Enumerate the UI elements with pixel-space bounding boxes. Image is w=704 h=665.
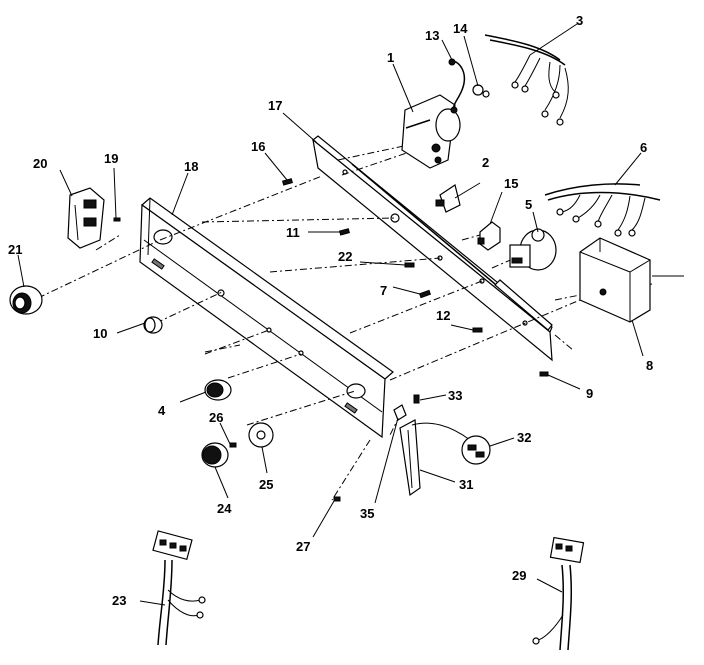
callout-16: 16 xyxy=(251,139,265,154)
callout-20: 20 xyxy=(33,156,47,171)
wire-harness-3 xyxy=(484,34,569,126)
callout-13: 13 xyxy=(425,28,439,43)
valve-part xyxy=(509,228,557,271)
callout-25: 25 xyxy=(259,477,273,492)
leader-lines xyxy=(17,23,644,606)
screw-part-11 xyxy=(339,228,350,236)
callout-26: 26 xyxy=(209,410,223,425)
callout-15: 15 xyxy=(504,176,518,191)
cover-box-part xyxy=(579,237,651,323)
callout-31: 31 xyxy=(459,477,473,492)
callout-11: 11 xyxy=(286,225,300,240)
washer-part xyxy=(248,422,274,448)
control-panel-part xyxy=(139,197,394,439)
callout-10: 10 xyxy=(93,326,107,341)
screw-part-27 xyxy=(333,496,341,502)
callout-23: 23 xyxy=(112,593,126,608)
callout-8: 8 xyxy=(646,358,653,373)
knob-part-24 xyxy=(201,442,229,468)
wire-part-13 xyxy=(448,58,466,114)
callout-12: 12 xyxy=(436,308,450,323)
screw-part-22 xyxy=(404,262,415,268)
callout-29: 29 xyxy=(512,568,526,583)
bracket-part-20 xyxy=(67,187,105,249)
callout-27: 27 xyxy=(296,539,310,554)
callout-32: 32 xyxy=(517,430,531,445)
callout-2: 2 xyxy=(482,155,489,170)
callout-18: 18 xyxy=(184,159,198,174)
callout-labels: 1 2 3 4 5 6 7 8 9 10 11 12 13 14 15 16 1… xyxy=(8,13,653,608)
screw-part-7 xyxy=(418,289,432,299)
screw-part-12 xyxy=(472,327,483,333)
plug-part xyxy=(143,316,163,334)
timer-motor-part xyxy=(401,94,461,169)
callout-35: 35 xyxy=(360,506,374,521)
wire-harness-6 xyxy=(544,183,661,237)
callout-9: 9 xyxy=(586,386,593,401)
knob-part-21 xyxy=(9,285,43,315)
screw-part-19 xyxy=(113,217,121,222)
wire-harness-23 xyxy=(152,530,206,646)
knob-part-4 xyxy=(204,379,232,401)
bracket-part-31 xyxy=(399,419,471,497)
callout-6: 6 xyxy=(640,140,647,155)
clip-part-35 xyxy=(393,404,407,421)
rear-bracket-part xyxy=(312,135,553,362)
screw-part-16 xyxy=(282,178,293,186)
connector-part-32 xyxy=(461,435,491,465)
callout-19: 19 xyxy=(104,151,118,166)
callout-1: 1 xyxy=(387,50,394,65)
clip-part-14 xyxy=(472,84,490,98)
callout-4: 4 xyxy=(158,403,166,418)
callout-21: 21 xyxy=(8,242,22,257)
callout-24: 24 xyxy=(217,501,232,516)
callout-22: 22 xyxy=(338,249,352,264)
callout-3: 3 xyxy=(576,13,583,28)
assembly-lines xyxy=(37,139,684,501)
screw-part-26 xyxy=(229,442,237,448)
screw-part-9 xyxy=(539,371,549,377)
callout-17: 17 xyxy=(268,98,282,113)
callout-5: 5 xyxy=(525,197,532,212)
switch-part-15 xyxy=(477,221,501,251)
wire-harness-29 xyxy=(532,536,585,651)
callout-14: 14 xyxy=(453,21,468,36)
callout-7: 7 xyxy=(380,283,387,298)
callout-33: 33 xyxy=(448,388,462,403)
screw-part-33 xyxy=(413,394,420,404)
switch-part xyxy=(435,184,461,213)
